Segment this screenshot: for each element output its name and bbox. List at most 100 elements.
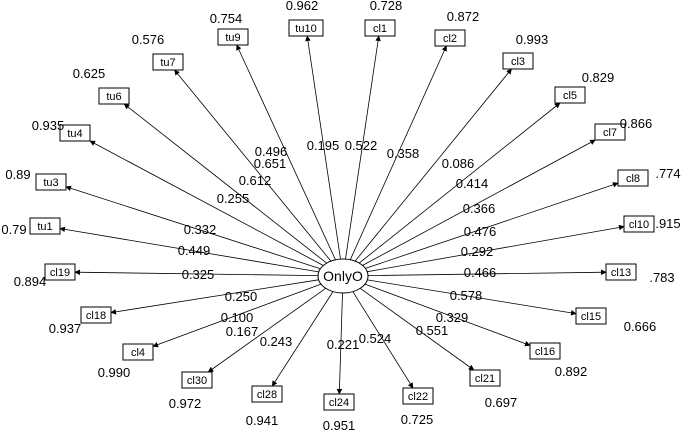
indicator-box-cl4 [122, 343, 154, 361]
residual-label-cl8: .774 [655, 166, 680, 181]
loading-label-tu7: 0.651 [254, 156, 287, 171]
loading-arrow-cl19 [74, 269, 319, 276]
indicator-node-cl10: cl10.915 [623, 215, 681, 233]
residual-label-tu9: 0.754 [210, 11, 243, 26]
indicator-box-tu6 [98, 87, 130, 105]
loading-arrow-cl28 [271, 291, 334, 387]
indicator-node-cl13: cl13.783 [605, 263, 675, 285]
indicator-box-cl22 [402, 387, 434, 405]
loading-arrow-tu4 [89, 140, 324, 266]
indicator-box-cl18 [80, 306, 112, 324]
loading-label-cl22: 0.524 [359, 331, 392, 346]
indicator-label-cl3: cl3 [511, 56, 525, 68]
residual-label-cl16: 0.892 [555, 364, 588, 379]
loading-label-cl15: 0.578 [450, 288, 483, 303]
residual-label-cl4: 0.990 [98, 365, 131, 380]
residual-label-cl7: 0.866 [620, 116, 653, 131]
loading-label-cl13: 0.466 [464, 265, 497, 280]
indicator-box-cl8 [617, 169, 649, 187]
indicator-label-cl1: cl1 [373, 23, 387, 35]
indicator-label-tu6: tu6 [106, 91, 121, 103]
loading-arrow-tu3 [65, 185, 321, 270]
latent-factor: OnlyO [317, 258, 369, 294]
indicator-label-cl15: cl15 [581, 311, 601, 323]
loading-arrow-cl3 [354, 68, 512, 262]
indicator-box-tu1 [29, 217, 61, 235]
loading-label-tu6: 0.612 [239, 173, 272, 188]
indicator-label-tu4: tu4 [67, 128, 82, 140]
indicator-box-cl24 [323, 393, 355, 411]
residual-label-cl19: 0.894 [14, 274, 47, 289]
loading-arrow-cl16 [364, 283, 531, 347]
loading-arrow-cl5 [358, 102, 561, 264]
residual-label-tu3: 0.89 [5, 167, 30, 182]
loading-label-tu1: 0.449 [178, 243, 211, 258]
loading-label-cl4: 0.100 [221, 310, 254, 325]
indicator-box-cl3 [502, 52, 534, 70]
residual-label-cl30: 0.972 [169, 396, 202, 411]
loading-arrow-tu9 [236, 44, 336, 260]
indicator-node-tu3: tu3 0.89 [5, 167, 67, 191]
indicator-box-tu3 [35, 173, 67, 191]
indicator-node-tu1: tu10.79 [1, 217, 61, 237]
residual-label-cl5: 0.829 [582, 70, 615, 85]
loading-label-cl1: 0.522 [345, 138, 378, 153]
indicator-node-cl5: cl5 0.829 [554, 70, 615, 104]
loading-label-cl30: 0.167 [226, 324, 259, 339]
indicator-box-cl13 [605, 263, 637, 281]
indicator-label-cl2: cl2 [443, 33, 457, 45]
indicator-box-cl28 [251, 385, 283, 403]
indicator-label-cl5: cl5 [563, 90, 577, 102]
loading-arrow-cl24 [336, 292, 343, 395]
indicator-node-cl8: cl8.774 [617, 166, 681, 187]
indicator-node-tu9: tu9 0.754 [210, 11, 249, 46]
latent-factor-ellipse [317, 258, 369, 294]
indicator-label-tu9: tu9 [225, 32, 240, 44]
indicator-node-cl28: cl28 0.941 [246, 385, 283, 428]
indicator-label-tu7: tu7 [160, 57, 175, 69]
indicator-label-cl19: cl19 [50, 267, 70, 279]
loading-label-tu10: 0.195 [307, 138, 340, 153]
loading-label-cl8: 0.476 [464, 224, 497, 239]
residual-label-cl21: 0.697 [485, 395, 518, 410]
indicator-box-tu7 [152, 53, 184, 71]
loading-label-cl10: 0.292 [461, 244, 494, 259]
indicator-node-cl15: cl15 0.666 [575, 307, 657, 334]
residual-label-tu7: 0.576 [132, 32, 165, 47]
residual-label-cl2: 0.872 [447, 9, 480, 24]
indicator-label-tu3: tu3 [43, 177, 58, 189]
indicator-box-cl16 [529, 342, 561, 360]
loading-label-cl3: 0.086 [442, 156, 475, 171]
residual-label-tu6: 0.625 [73, 66, 106, 81]
indicator-box-tu4 [59, 124, 91, 142]
loading-arrow-cl18 [110, 279, 319, 315]
loading-label-cl16: 0.329 [436, 310, 469, 325]
loading-label-cl21: 0.551 [416, 323, 449, 338]
loading-arrow-cl15 [367, 279, 577, 316]
residual-label-cl22: 0.725 [401, 412, 434, 427]
loading-label-cl19: 0.325 [182, 267, 215, 282]
residual-label-tu4: 0.935 [32, 118, 65, 133]
loading-arrow-cl1 [345, 35, 381, 260]
residual-label-cl28: 0.941 [246, 413, 279, 428]
indicator-label-cl28: cl28 [257, 389, 277, 401]
indicator-box-cl10 [623, 215, 655, 233]
indicator-box-cl30 [181, 371, 213, 389]
indicator-node-tu7: tu7 0.576 [132, 32, 184, 71]
indicator-box-cl5 [554, 86, 586, 104]
loading-label-cl7: 0.366 [463, 201, 496, 216]
loading-arrow-tu10 [305, 35, 341, 260]
indicator-box-cl1 [364, 19, 396, 37]
loading-label-cl2: 0.358 [387, 146, 420, 161]
residual-label-cl15: 0.666 [624, 319, 657, 334]
indicator-label-cl24: cl24 [329, 397, 349, 409]
loading-arrow-cl2 [349, 45, 447, 260]
